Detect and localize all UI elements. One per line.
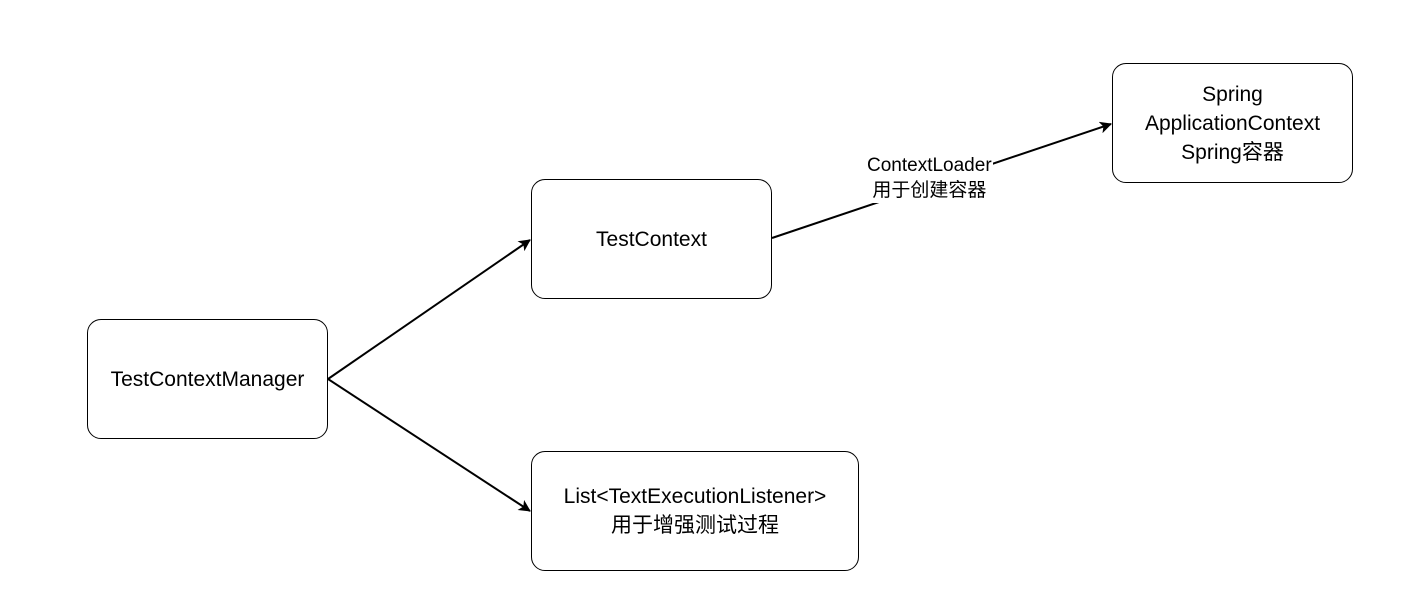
execution-listener-node[interactable]: List<TextExecutionListener> 用于增强测试过程 bbox=[531, 451, 859, 571]
edge-manager-to-listener bbox=[327, 378, 531, 512]
context-loader-edge-label: ContextLoader 用于创建容器 bbox=[866, 153, 993, 203]
edge-label-line1: ContextLoader bbox=[867, 155, 992, 176]
node-label: TestContextManager bbox=[110, 367, 305, 391]
node-label-line2: ApplicationContext bbox=[1144, 111, 1321, 135]
test-context-node[interactable]: TestContext bbox=[531, 179, 772, 299]
node-label: TestContext bbox=[596, 227, 707, 251]
test-context-manager-node[interactable]: TestContextManager bbox=[87, 319, 328, 439]
edge-manager-to-context bbox=[327, 239, 531, 380]
node-label-line1: List<TextExecutionListener> bbox=[563, 485, 827, 508]
spring-application-context-node[interactable]: Spring ApplicationContext Spring容器 bbox=[1112, 63, 1353, 183]
node-label-line2: 用于增强测试过程 bbox=[611, 514, 779, 537]
edge-label-line2: 用于创建容器 bbox=[872, 180, 987, 201]
node-label-line3: Spring容器 bbox=[1181, 140, 1284, 164]
node-label-line1: Spring bbox=[1202, 82, 1263, 106]
